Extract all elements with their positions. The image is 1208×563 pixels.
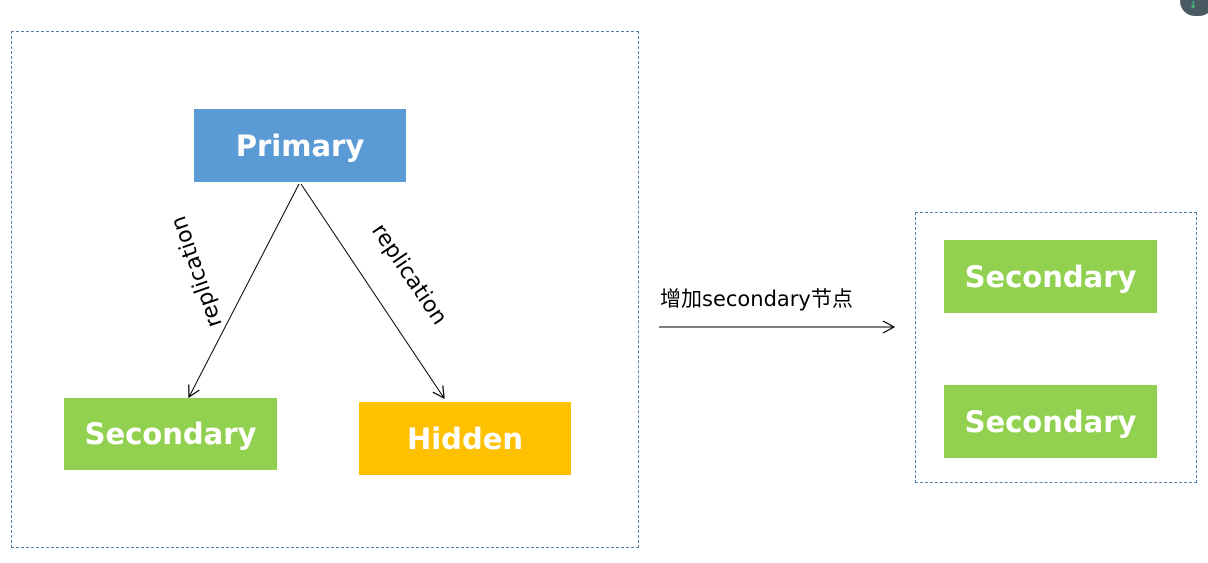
hidden-node-label: Hidden bbox=[406, 421, 524, 456]
new-secondary-node-1-label: Secondary bbox=[964, 259, 1137, 294]
primary-node-label: Primary bbox=[235, 128, 365, 163]
add-secondary-label: 增加secondary节点 bbox=[660, 287, 853, 311]
secondary-node-label: Secondary bbox=[84, 417, 257, 451]
download-indicator-icon: ↓ bbox=[1189, 0, 1198, 11]
new-secondaries-frame bbox=[915, 212, 1197, 483]
download-indicator[interactable] bbox=[1180, 0, 1208, 16]
new-secondary-node-1: Secondary bbox=[944, 240, 1157, 313]
new-secondary-node-2-label: Secondary bbox=[964, 404, 1137, 439]
new-secondary-node-2: Secondary bbox=[944, 385, 1157, 458]
primary-node: Primary bbox=[194, 109, 406, 182]
secondary-node: Secondary bbox=[64, 398, 277, 470]
replica-set-frame bbox=[11, 31, 639, 548]
hidden-node: Hidden bbox=[359, 402, 571, 475]
